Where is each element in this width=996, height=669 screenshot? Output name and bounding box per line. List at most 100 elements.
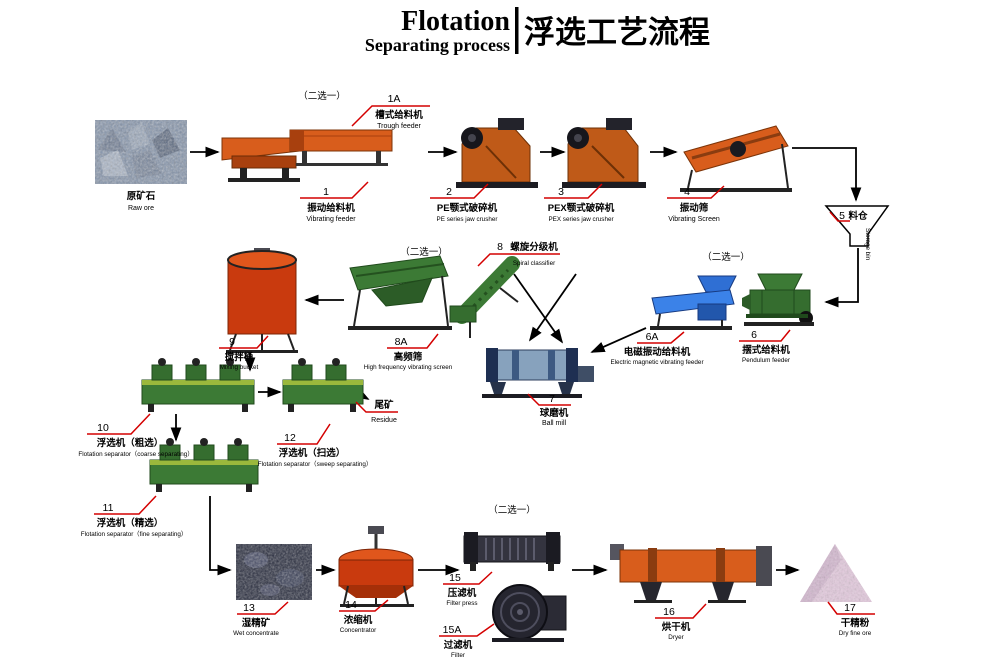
label-10-flotation-coarse: 10 浮选机（粗选） Flotation separator（coarse se…: [78, 422, 193, 458]
label-1-vibrating-feeder: 1 振动给料机 Vibrating feeder: [306, 186, 356, 223]
dryer-illustration: [610, 544, 772, 603]
label-4-number: 4: [684, 186, 690, 198]
label-2-number: 2: [446, 186, 452, 198]
raw-ore-label-en: Raw ore: [128, 205, 154, 212]
label-6a-number: 6A: [646, 331, 659, 343]
callout-line-11: [94, 495, 157, 515]
label-7-ball-mill: 7 球磨机 Ball mill: [540, 393, 569, 427]
callout-line-1a: [351, 105, 430, 127]
title-chinese: 浮选工艺流程: [524, 15, 710, 50]
label-8-zh: 螺旋分级机: [510, 241, 558, 253]
callout-line-13: [237, 601, 289, 615]
label-16-number: 16: [663, 606, 675, 618]
label-8a-number: 8A: [395, 336, 408, 348]
label-17-dry-fine-ore: 17 干精粉 Dry fine ore: [839, 602, 872, 637]
label-16-zh: 烘干机: [662, 621, 691, 633]
label-13-en: Wet concentrate: [233, 630, 279, 637]
label-17-en: Dry fine ore: [839, 630, 872, 637]
label-14-number: 14: [345, 599, 357, 611]
label-13-zh: 湿精矿: [242, 617, 271, 629]
label-14-en: Concentrator: [340, 627, 376, 634]
choice-note-row2-feeders: （二选一）: [702, 251, 750, 263]
label-8-spiral-classifier: 8 螺旋分级机 Spiral classifier: [497, 241, 558, 267]
label-4-vibrating-screen: 4 振动筛 Vibrating Screen: [668, 186, 720, 223]
label-9-number: 9: [229, 336, 235, 348]
callout-line-3: [544, 183, 603, 199]
label-14-concentrator: 14 浓缩机 Concentrator: [340, 599, 376, 634]
label-11-flotation-fine: 11 浮选机（精选） Flotation separator（fine sepa…: [81, 502, 187, 538]
callout-line-7: [527, 393, 571, 406]
label-11-number: 11: [103, 502, 114, 514]
label-6-pendulum-feeder: 6 摆式给料机 Pendulum feeder: [742, 329, 790, 364]
wet-concentrate-photo: [236, 544, 312, 600]
raw-ore-photo: [95, 120, 187, 184]
label-9-en: Mixing bucket: [220, 364, 259, 371]
callout-line-4: [667, 185, 725, 199]
label-1a-zh: 槽式给料机: [375, 109, 423, 121]
label-15-zh: 压滤机: [448, 587, 477, 599]
callout-line-6: [739, 329, 791, 342]
concentrator-illustration: [338, 526, 414, 607]
label-17-zh: 干精粉: [841, 617, 870, 629]
callout-line-15a: [439, 623, 495, 637]
mixing-bucket-illustration: [226, 248, 298, 353]
raw-ore-label-zh: 原矿石: [127, 190, 156, 202]
label-4-en: Vibrating Screen: [668, 216, 720, 223]
label-12-en: Flotation separator（sweep separating）: [258, 461, 372, 468]
callout-line-5: [829, 211, 850, 222]
label-15a-number: 15A: [443, 624, 462, 636]
label-4-zh: 振动筛: [680, 202, 709, 214]
callout-line-15: [443, 571, 493, 585]
label-13-number: 13: [243, 602, 255, 614]
label-5-number: 5: [839, 210, 845, 222]
residue-label-zh: 尾矿: [373, 399, 394, 411]
label-17-number: 17: [844, 602, 856, 614]
title-english-sub: Separating process: [365, 35, 510, 55]
label-8a-zh: 高频筛: [394, 351, 423, 363]
label-1a-trough-feeder: 1A 槽式给料机 Trough feeder: [375, 93, 423, 130]
label-5-zh: 料仓: [848, 210, 868, 222]
label-12-number: 12: [284, 432, 296, 444]
label-8a-high-frequency-screen: 8A 高频筛 High frequency vibrating screen: [364, 336, 453, 371]
callout-line-8: [477, 253, 560, 267]
label-10-number: 10: [97, 422, 109, 434]
flow-arrow: [209, 496, 232, 576]
pendulum-feeder-illustration: [742, 273, 814, 326]
label-15-filter-press: 15 压滤机 Filter press: [446, 572, 477, 607]
label-9-mixing-bucket: 9 搅拌桶 Mixing bucket: [220, 336, 259, 371]
label-residue: 尾矿 Residue: [371, 399, 397, 424]
flotation-separator-coarse-illustration: [141, 358, 255, 412]
label-2-en: PE series jaw crusher: [437, 216, 498, 223]
label-1-number: 1: [323, 186, 329, 198]
flow-arrow: [590, 327, 647, 353]
label-3-zh: PEX颚式破碎机: [548, 202, 615, 214]
choice-note-screen: （二选一）: [400, 246, 448, 258]
page-title: Flotation Separating process 浮选工艺流程: [365, 6, 710, 55]
label-3-pex-jaw-crusher: 3 PEX颚式破碎机 PEX series jaw crusher: [548, 186, 615, 223]
label-11-zh: 浮选机（精选）: [97, 517, 164, 529]
electromagnetic-vibrating-feeder-illustration: [650, 275, 737, 330]
label-8-en: Spiral classifier: [513, 260, 555, 267]
callout-line-10: [87, 413, 151, 435]
choice-note-filters: （二选一）: [488, 504, 536, 516]
label-7-number: 7: [549, 393, 555, 405]
label-16-en: Dryer: [668, 634, 683, 641]
label-8-number: 8: [497, 241, 503, 253]
label-16-dryer: 16 烘干机 Dryer: [662, 606, 691, 641]
label-1a-number: 1A: [388, 93, 401, 105]
pex-jaw-crusher-illustration: [562, 118, 646, 188]
label-6a-electromagnetic-feeder: 6A 电磁振动给料机 Electric magnetic vibrating f…: [610, 331, 703, 366]
flow-arrow: [513, 273, 564, 344]
callout-line-residue: [355, 401, 398, 413]
label-6-number: 6: [751, 329, 757, 341]
label-15-en: Filter press: [446, 600, 477, 607]
trough-feeder-illustration: [289, 129, 393, 166]
callout-line-17: [827, 601, 875, 615]
callout-line-6a: [637, 331, 685, 344]
callout-line-8a: [387, 333, 439, 349]
title-english-main: Flotation: [401, 6, 510, 37]
flow-arrow: [792, 147, 862, 202]
label-13-wet-concentrate: 13 湿精矿 Wet concentrate: [233, 602, 279, 637]
